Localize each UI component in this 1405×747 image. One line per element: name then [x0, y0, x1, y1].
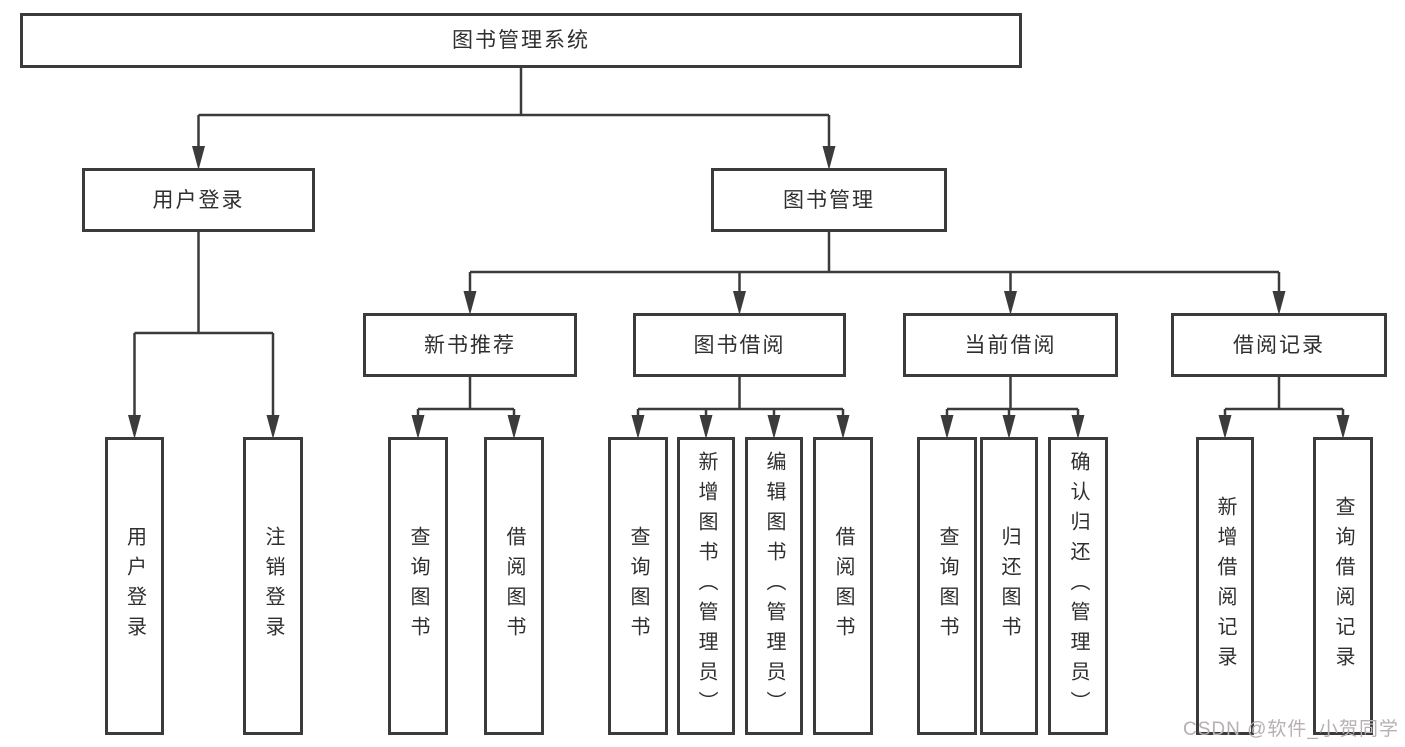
node-root: 图书管理系统 — [20, 13, 1022, 68]
node-label-new-book-rec: 新书推荐 — [424, 333, 516, 357]
arrowhead-icon — [1071, 415, 1085, 439]
node-cb-query: 查询图书 — [917, 437, 977, 735]
node-bb-query: 查询图书 — [608, 437, 668, 735]
node-label-cb-confirm: 确认归还（管理员） — [1067, 451, 1089, 721]
arrowhead-icon — [1272, 291, 1286, 315]
node-label-login-leaf: 用户登录 — [123, 526, 146, 646]
node-login-leaf: 用户登录 — [105, 437, 164, 735]
node-book-mgmt: 图书管理 — [711, 168, 947, 232]
node-bb-edit: 编辑图书（管理员） — [745, 437, 803, 735]
node-label-nb-query: 查询图书 — [407, 526, 429, 646]
node-label-current-borrow: 当前借阅 — [964, 333, 1057, 357]
node-bb-borrow: 借阅图书 — [813, 437, 873, 735]
arrowhead-icon — [822, 146, 836, 170]
watermark-text: CSDN @软件_小贺同学 — [1183, 719, 1399, 740]
node-book-borrow: 图书借阅 — [633, 313, 846, 377]
node-label-book-borrow: 图书借阅 — [693, 333, 786, 357]
node-label-bb-borrow: 借阅图书 — [832, 526, 854, 646]
node-user-login: 用户登录 — [82, 168, 315, 232]
node-borrow-records: 借阅记录 — [1171, 313, 1387, 377]
node-label-br-query: 查询借阅记录 — [1332, 496, 1354, 676]
node-label-root: 图书管理系统 — [452, 29, 590, 52]
node-cb-confirm: 确认归还（管理员） — [1048, 437, 1108, 735]
node-label-borrow-records: 借阅记录 — [1233, 333, 1325, 357]
node-label-logout-leaf: 注销登录 — [262, 526, 284, 646]
arrowhead-icon — [699, 415, 713, 439]
node-label-br-add: 新增借阅记录 — [1214, 496, 1236, 676]
node-label-bb-query: 查询图书 — [627, 526, 649, 646]
node-label-bb-add: 新增图书（管理员） — [695, 451, 717, 721]
node-label-cb-query: 查询图书 — [936, 526, 958, 646]
node-new-book-rec: 新书推荐 — [363, 313, 577, 377]
arrowhead-icon — [733, 291, 746, 315]
arrowhead-icon — [411, 415, 425, 439]
arrowhead-icon — [1336, 415, 1350, 439]
node-label-nb-borrow: 借阅图书 — [503, 526, 525, 646]
node-label-cb-return: 归还图书 — [998, 526, 1020, 646]
node-cb-return: 归还图书 — [980, 437, 1038, 735]
arrowhead-icon — [1218, 415, 1232, 439]
arrowhead-icon — [767, 415, 781, 439]
arrowhead-icon — [1002, 415, 1016, 439]
arrowhead-icon — [940, 415, 954, 439]
arrowhead-icon — [507, 415, 521, 439]
arrowhead-icon — [1004, 291, 1017, 315]
node-label-bb-edit: 编辑图书（管理员） — [763, 451, 785, 721]
node-nb-query: 查询图书 — [388, 437, 448, 735]
arrowhead-icon — [463, 291, 477, 315]
node-br-query: 查询借阅记录 — [1313, 437, 1373, 735]
node-current-borrow: 当前借阅 — [903, 313, 1118, 377]
node-br-add: 新增借阅记录 — [1196, 437, 1254, 735]
arrowhead-icon — [266, 415, 280, 439]
arrowhead-icon — [836, 415, 850, 439]
node-logout-leaf: 注销登录 — [243, 437, 303, 735]
node-label-user-login: 用户登录 — [152, 188, 245, 212]
node-label-book-mgmt: 图书管理 — [783, 188, 875, 212]
arrowhead-icon — [631, 415, 645, 439]
arrowhead-icon — [192, 146, 205, 170]
node-bb-add: 新增图书（管理员） — [677, 437, 735, 735]
arrowhead-icon — [128, 415, 141, 439]
node-nb-borrow: 借阅图书 — [484, 437, 544, 735]
